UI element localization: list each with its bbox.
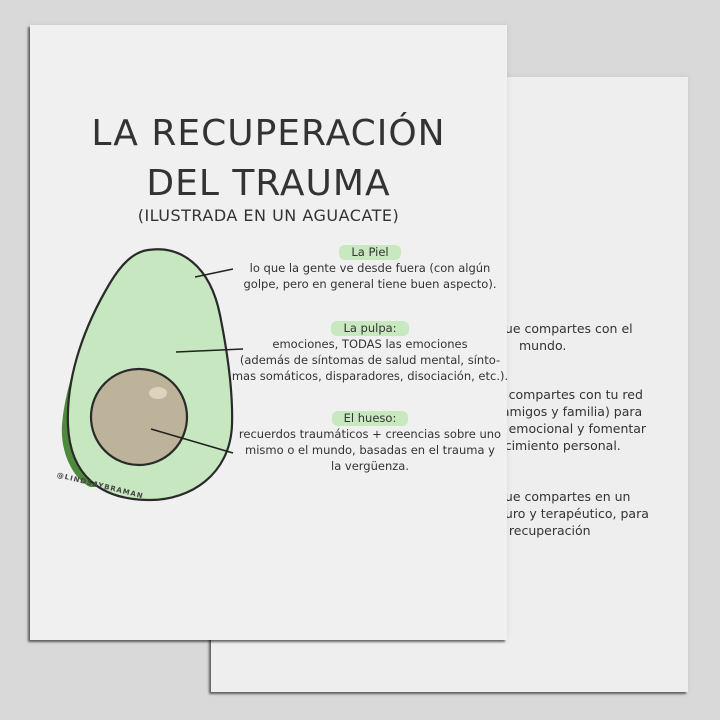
section-la-pulpa: La pulpa: emociones, TODAS las emociones… xyxy=(230,320,510,384)
subtitle: (ILUSTRADA EN UN AGUACATE) xyxy=(137,206,400,225)
title-line-2: DEL TRAUMA xyxy=(146,163,391,204)
back-paragraph-line: que compartes en un xyxy=(497,489,631,504)
back-paragraph-line: o emocional y fomentar xyxy=(497,421,647,436)
avocado-pit xyxy=(89,367,189,467)
back-paragraph-line: u recuperación xyxy=(497,523,591,538)
back-paragraph-1: que compartes con el mundo. xyxy=(497,320,633,354)
back-paragraph-3: que compartes en un guro y terapéutico, … xyxy=(497,488,649,539)
section-la-piel: La Piel lo que la gente ve desde fuera (… xyxy=(230,244,510,292)
heading-la-pulpa: La pulpa: xyxy=(331,321,409,336)
back-paragraph-line: e compartes con tu red xyxy=(497,387,643,402)
section-line: lo que la gente ve desde fuera (con algú… xyxy=(249,261,491,275)
section-line: emociones, TODAS las emociones xyxy=(272,337,468,351)
section-line: golpe, pero en general tiene buen aspect… xyxy=(243,277,497,291)
section-line: mismo o el mundo, basadas en el trauma y xyxy=(245,443,495,457)
back-paragraph-line: (amigos y familia) para xyxy=(497,404,643,419)
section-line: recuerdos traumáticos + creencias sobre … xyxy=(238,427,502,441)
section-line: (además de síntomas de salud mental, sín… xyxy=(239,353,501,367)
back-paragraph-2: e compartes con tu red (amigos y familia… xyxy=(497,386,646,454)
section-line: mas somáticos, disparadores, disociación… xyxy=(231,369,509,383)
back-paragraph-line: ecimiento personal. xyxy=(497,438,621,453)
section-line: la vergüenza. xyxy=(331,459,409,473)
section-el-hueso: El hueso: recuerdos traumáticos + creenc… xyxy=(230,410,510,474)
back-paragraph-line: mundo. xyxy=(519,338,567,353)
heading-el-hueso: El hueso: xyxy=(331,411,409,426)
back-paragraph-line: guro y terapéutico, para xyxy=(497,506,649,521)
title-line-1: LA RECUPERACIÓN xyxy=(91,113,446,154)
back-paragraph-line: que compartes con el xyxy=(497,321,633,336)
pit-highlight xyxy=(149,387,167,399)
avocado-illustration xyxy=(61,248,244,502)
heading-la-piel: La Piel xyxy=(339,245,401,260)
front-page: LA RECUPERACIÓN DEL TRAUMA (ILUSTRADA EN… xyxy=(30,25,510,640)
